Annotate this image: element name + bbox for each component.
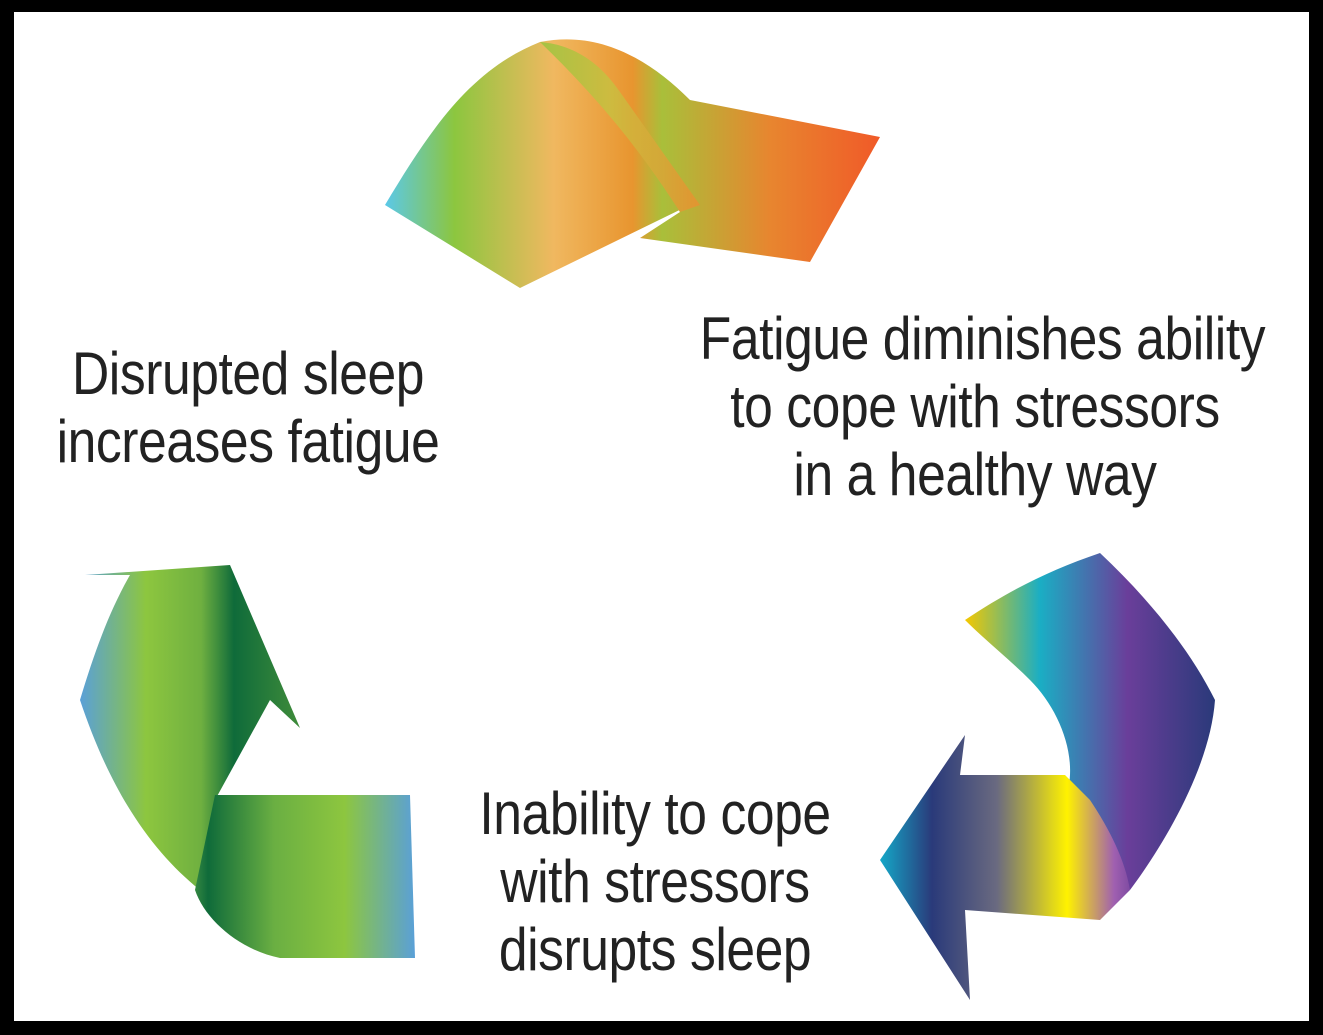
right-arrow xyxy=(880,553,1215,1000)
diagram-canvas: Disrupted sleep increases fatigue Fatigu… xyxy=(14,12,1309,1021)
step-label-inability-to-cope: Inability to cope with stressors disrupt… xyxy=(462,780,849,983)
label-line: increases fatigue xyxy=(56,407,440,475)
cycle-arrows xyxy=(80,39,1215,1000)
left-arrow xyxy=(80,565,415,958)
label-line: Disrupted sleep xyxy=(71,340,425,407)
top-arrow xyxy=(385,39,880,288)
step-label-fatigue: Fatigue diminishes ability to cope with … xyxy=(699,305,1266,508)
label-line: Fatigue diminishes ability xyxy=(699,305,1266,372)
step-label-disrupted-sleep: Disrupted sleep increases fatigue xyxy=(50,340,446,476)
label-line: disrupts sleep xyxy=(498,915,812,983)
label-line: to cope with stressors xyxy=(730,372,1220,440)
label-line: with stressors xyxy=(500,847,810,915)
label-line: Inability to cope xyxy=(479,780,831,847)
label-line: in a healthy way xyxy=(793,440,1157,508)
